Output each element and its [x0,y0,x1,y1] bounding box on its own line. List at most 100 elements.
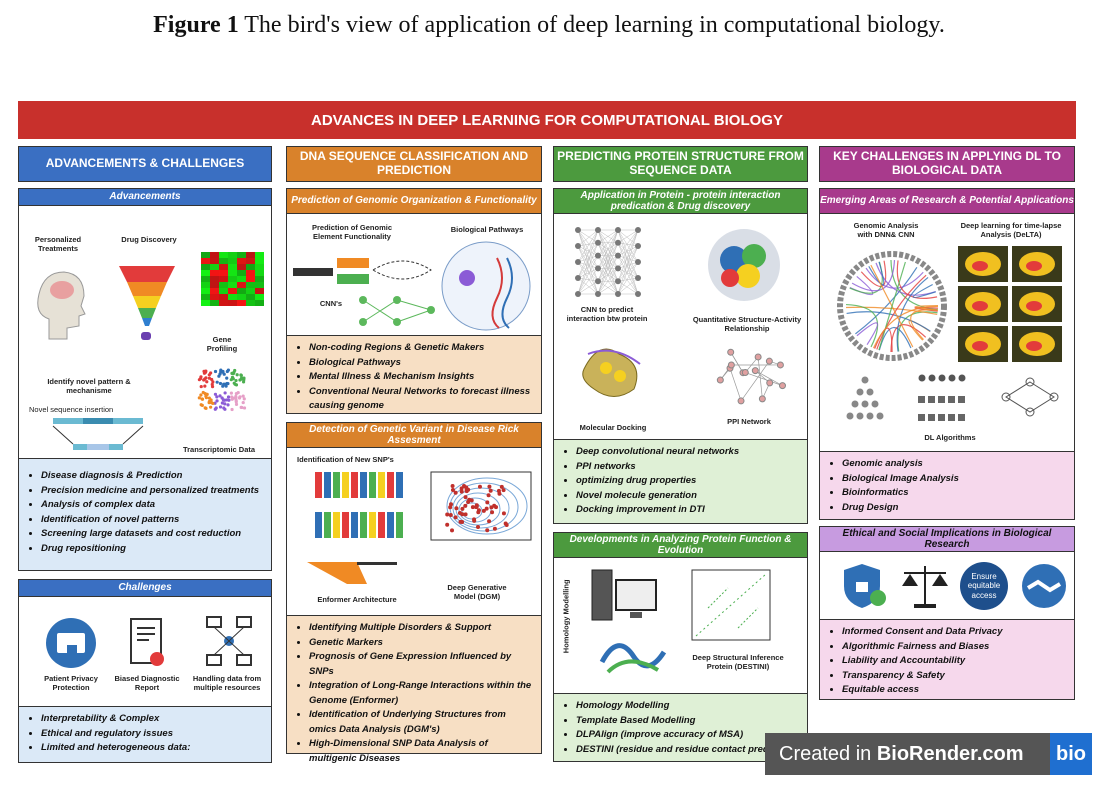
list-item: Precision medicine and personalized trea… [41,484,263,499]
figure-caption: The bird's view of application of deep l… [244,12,945,38]
circos-icon [837,251,947,361]
label-novel-pattern: Identify novel pattern & mechanisme [47,377,131,395]
section-header: Prediction of Genomic Organization & Fun… [286,188,542,214]
figure-label: Figure 1 [153,12,239,38]
equitable-access-badge: Ensure equitable access [960,562,1008,610]
protein-3d-icon [708,229,780,301]
challenges-illustration: Patient Privacy Protection Biased Diagno… [18,597,272,707]
label-personalized: Personalized Treatments [34,235,82,253]
scatter-tsne-icon [197,368,247,412]
list-item: Drug repositioning [41,542,263,557]
list-item: DESTINI (residue and residue contact pre… [576,743,799,758]
list-item: Algorithmic Fairness and Biases [842,640,1066,655]
column-header: KEY CHALLENGES IN APPLYING DL TO BIOLOGI… [819,146,1075,182]
genomic-element-icon [293,258,432,284]
main-banner: ADVANCES IN DEEP LEARNING FOR COMPUTATIO… [18,101,1076,139]
list-item: Genetic Markers [309,636,533,651]
list-item: Informed Consent and Data Privacy [842,625,1066,640]
list-item: Biological Image Analysis [842,472,1066,487]
label-enformer: Enformer Architecture [317,595,397,604]
biorender-logo-icon: bio [1050,733,1092,775]
list-item: Drug Design [842,501,1066,516]
shield-icon [844,564,886,608]
heatmap-icon [181,226,267,316]
neural-net-icon [575,227,641,297]
pathway-circle-icon [441,241,531,331]
watermark-text: Created in BioRender.com [779,742,1024,765]
label-novel-sequence: Novel sequence insertion [29,405,114,414]
head-icon [37,271,86,340]
list-item: Identifying Multiple Disorders & Support [309,621,533,636]
section-header: Detection of Genetic Variant in Disease … [286,422,542,448]
list-item: Homology Modelling [576,699,799,714]
section-header: Developments in Analyzing Protein Functi… [553,532,808,558]
label-biological-pathways: Biological Pathways [450,225,524,234]
list-item: Conventional Neural Networks to forecast… [309,385,533,414]
destini-map-icon [691,569,771,641]
list-item: Ethical and regulatory issues [41,727,263,742]
list-item: Liability and Accountability [842,654,1066,669]
list-item: Genomic analysis [842,457,1066,472]
column-advancements: ADVANCEMENTS & CHALLENGES Advancements P… [18,146,272,768]
sequence-icon [52,418,144,450]
list-item: Prognosis of Gene Expression Influenced … [309,650,533,679]
emerging-bullets: Genomic analysis Biological Image Analys… [819,452,1075,520]
label-delta: Deep learning for time-lapse Analysis (D… [960,221,1062,239]
label-transcriptomic: Transcriptomic Data [182,445,256,454]
label-handling: Handling data from multiple resources [192,674,262,692]
biorender-watermark: Created in BioRender.com bio [765,733,1092,775]
list-item: Screening large datasets and cost reduct… [41,527,263,542]
label-privacy: Patient Privacy Protection [44,674,98,692]
label-destini: Deep Structural Inference Protein (DESTI… [692,653,784,671]
emerging-illustration: Genomic Analysis with DNN& CNN Deep lear… [819,214,1075,452]
section-header: Application in Protein - protein interac… [553,188,808,214]
microscopy-grid-icon [958,246,1062,362]
variant-illustration: Identification of New SNP's Enformer Arc… [286,448,542,616]
dl-algorithms-icon [846,374,1059,421]
ppi-network-icon [716,348,786,405]
challenges-bullets: Interpretability & Complex Ethical and r… [18,707,272,763]
privacy-icon [46,618,96,668]
column-key-challenges: KEY CHALLENGES IN APPLYING DL TO BIOLOGI… [819,146,1075,768]
section-header: Advancements [18,188,272,206]
column-header: PREDICTING PROTEIN STRUCTURE FROM SEQUEN… [553,146,808,182]
ethics-illustration: Ensure equitable access [819,552,1075,620]
figure-title: Figure 1 The bird's view of application … [0,12,1098,39]
list-item: PPI networks [576,460,799,475]
genomic-bullets: Non-coding Regions & Genetic Makers Biol… [286,336,542,414]
label-dl-algorithms: DL Algorithms [924,433,976,442]
report-icon [130,618,164,666]
enformer-icon [307,562,397,584]
list-item: Identification of novel patterns [41,513,263,528]
advancements-bullets: Disease diagnosis & Prediction Precision… [18,459,272,571]
list-item: Identification of Underlying Structures … [309,708,533,737]
label-qsar: Quantitative Structure-Activity Relation… [692,315,802,333]
label-gene-profiling: Gene Profiling [206,335,238,353]
list-item: Limited and heterogeneous data: [41,741,263,756]
section-header: Ethical and Social Implications in Biolo… [819,526,1075,552]
ppi-illustration: CNN to predict interaction btw protein Q… [553,214,808,440]
genomic-illustration: Prediction of Genomic Element Functional… [286,214,542,336]
scales-icon [902,566,948,608]
protein-model-icon [599,643,667,674]
column-protein-structure: PREDICTING PROTEIN STRUCTURE FROM SEQUEN… [553,146,808,768]
dgm-scatter-icon [430,471,532,541]
list-item: Transparency & Safety [842,669,1066,684]
section-header: Challenges [18,579,272,597]
list-item: Disease diagnosis & Prediction [41,469,263,484]
handshake-icon [1022,564,1066,608]
variant-bullets: Identifying Multiple Disorders & Support… [286,616,542,764]
network-icon [206,616,252,666]
ppi-bullets: Deep convolutional neural networks PPI n… [553,440,808,524]
label-cnn: CNN's [319,299,343,308]
advancements-illustration: Personalized Treatments Drug Discovery G… [18,206,272,459]
label-cnn-predict: CNN to predict interaction btw protein [566,305,648,323]
ethics-bullets: Informed Consent and Data Privacy Algori… [819,620,1075,700]
list-item: Integration of Long-Range Interactions w… [309,679,533,708]
label-biased: Biased Diagnostic Report [114,674,180,692]
cnn-network-icon [359,296,435,326]
section-header: Emerging Areas of Research & Potential A… [819,188,1075,214]
computer-icon [591,569,657,621]
label-genomic-analysis: Genomic Analysis with DNN& CNN [853,221,919,239]
label-homology: Homology Modelling [561,579,571,654]
